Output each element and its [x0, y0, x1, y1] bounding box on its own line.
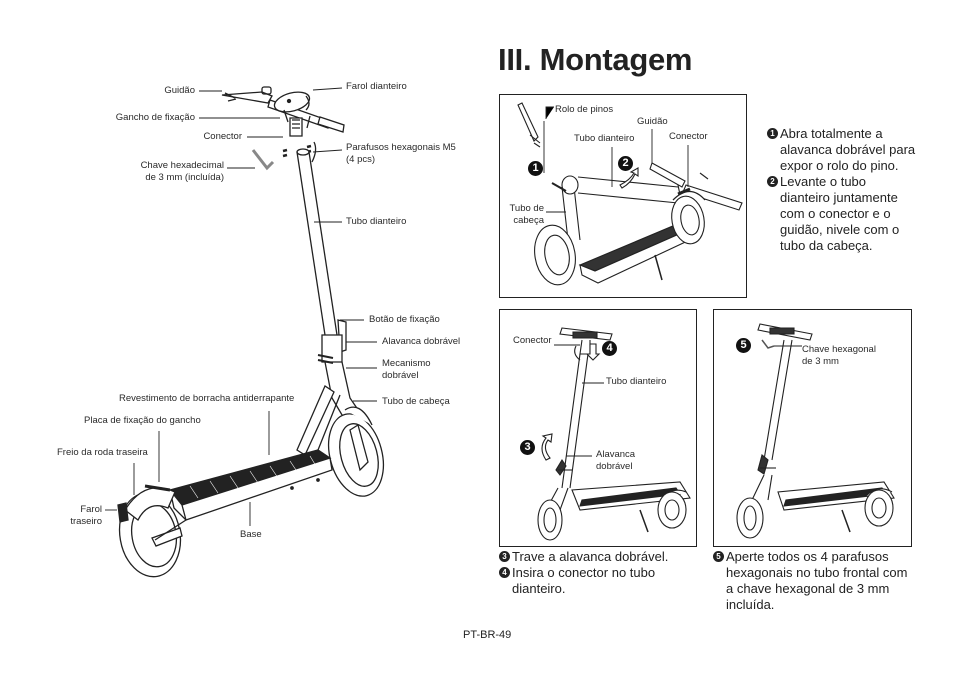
label-tubo-de-cabeca-line2: cabeça [513, 215, 544, 226]
label-parafusos-line1: Parafusos hexagonais M5 [346, 142, 456, 153]
label-parafusos-hexagonais: Parafusos hexagonais M5 (4 pcs) [346, 142, 456, 166]
instruction-step-2: 2 Levante o tubo dianteiro juntamente co… [767, 174, 937, 254]
step-2-line: Levante o tubo [780, 174, 867, 189]
step-4-line: dianteiro. [512, 581, 566, 596]
step-4-badge: 4 [602, 341, 617, 356]
step-2-badge: 2 [618, 156, 633, 171]
step-5-line: hexagonais no tubo frontal com [726, 565, 908, 580]
step-1-line: expor o rolo do pino. [780, 158, 899, 173]
label-conector: Conector [203, 131, 242, 142]
step-2-line: com o conector e o [780, 206, 891, 221]
label-mecanismo-line2: dobrável [382, 370, 419, 381]
label-tubo-de-cabeca-line1: Tubo de [509, 203, 544, 214]
label-tubo-dianteiro: Tubo dianteiro [606, 376, 667, 387]
label-tubo-dianteiro: Tubo dianteiro [346, 216, 407, 227]
step-1-number-icon: 1 [767, 128, 778, 139]
label-conector: Conector [669, 131, 708, 142]
label-gancho-de-fixacao: Gancho de fixação [115, 112, 195, 123]
label-guidao: Guidão [164, 85, 195, 96]
instructions-steps-3-4: 3 Trave a alavanca dobrável. 4 Insira o … [499, 549, 699, 597]
step-1-badge: 1 [528, 161, 543, 176]
label-revestimento-de-borracha: Revestimento de borracha antiderrapante [119, 393, 295, 404]
step-1-line: Abra totalmente a [780, 126, 883, 141]
upright-scooter-illustration [500, 310, 698, 548]
label-tubo-de-cabeca: Tubo de cabeça [382, 396, 450, 407]
label-alavanca-line2: dobrável [596, 461, 633, 472]
page-number: PT-BR-49 [463, 629, 512, 641]
folded-scooter-illustration [500, 95, 748, 299]
label-alavanca-dobravel: Alavanca dobrável [596, 449, 635, 473]
label-placa-de-fixacao: Placa de fixação do gancho [84, 415, 201, 426]
label-mecanismo-line1: Mecanismo [382, 358, 431, 369]
step-4-line: Insira o conector no tubo [512, 565, 656, 580]
label-chave-hexagonal: Chave hexagonal de 3 mm [802, 344, 876, 368]
label-chave-hexadecimal: Chave hexadecimal de 3 mm (incluída) [120, 160, 224, 184]
label-alavanca-line1: Alavanca [596, 449, 636, 460]
upright-scooter-hexkey-illustration [714, 310, 913, 548]
step-5-line: incluída. [726, 597, 775, 612]
label-mecanismo-dobravel: Mecanismo dobrável [382, 358, 431, 382]
label-conector: Conector [513, 335, 552, 346]
instructions-step-5: 5 Aperte todos os 4 parafusos hexagonais… [713, 549, 933, 613]
instruction-step-3: 3 Trave a alavanca dobrável. [499, 549, 699, 565]
label-chave-hexagonal-line1: Chave hexagonal [802, 344, 876, 355]
label-tubo-de-cabeca: Tubo de cabeça [504, 203, 544, 227]
label-chave-hexadecimal-line1: Chave hexadecimal [140, 160, 224, 171]
instruction-step-4: 4 Insira o conector no tubo dianteiro. [499, 565, 699, 597]
label-botao-de-fixacao: Botão de fixação [369, 314, 440, 325]
step-3-line: Trave a alavanca dobrável. [512, 549, 669, 564]
label-tubo-dianteiro: Tubo dianteiro [574, 133, 635, 144]
step-5-line: Aperte todos os 4 parafusos [726, 549, 889, 564]
step-2-number-icon: 2 [767, 176, 778, 187]
instructions-steps-1-2: 1 Abra totalmente a alavanca dobrável pa… [767, 126, 937, 254]
step-3-number-icon: 3 [499, 551, 510, 562]
label-farol-traseiro: Farol traseiro [60, 504, 102, 528]
step-5-line: a chave hexagonal de 3 mm [726, 581, 890, 596]
page-title: III. Montagem [498, 42, 693, 77]
label-farol-traseiro-line2: traseiro [70, 516, 102, 527]
step-5-badge: 5 [736, 338, 751, 353]
label-chave-hexagonal-line2: de 3 mm [802, 356, 839, 367]
label-chave-hexadecimal-line2: de 3 mm (incluída) [145, 172, 224, 183]
step-5-number-icon: 5 [713, 551, 724, 562]
label-guidao: Guidão [637, 116, 668, 127]
step-4-number-icon: 4 [499, 567, 510, 578]
label-rolo-de-pinos: Rolo de pinos [555, 104, 614, 115]
label-alavanca-dobravel: Alavanca dobrável [382, 336, 461, 347]
label-farol-traseiro-line1: Farol [80, 504, 102, 515]
label-farol-dianteiro: Farol dianteiro [346, 81, 407, 92]
label-freio-roda-traseira: Freio da roda traseira [57, 447, 148, 458]
instruction-step-1: 1 Abra totalmente a alavanca dobrável pa… [767, 126, 937, 174]
label-base: Base [240, 529, 262, 540]
step-box-3: Chave hexagonal de 3 mm 5 [713, 309, 912, 547]
step-3-badge: 3 [520, 440, 535, 455]
step-1-line: alavanca dobrável para [780, 142, 916, 157]
step-2-line: tubo da cabeça. [780, 238, 873, 253]
step-2-line: guidão, nivele com o [780, 222, 900, 237]
step-box-1: Rolo de pinos Guidão Tubo dianteiro Cone… [499, 94, 747, 298]
step-box-2: Conector Tubo dianteiro Alavanca dobráve… [499, 309, 697, 547]
step-2-line: dianteiro juntamente [780, 190, 898, 205]
instruction-step-5: 5 Aperte todos os 4 parafusos hexagonais… [713, 549, 933, 613]
label-parafusos-line2: (4 pcs) [346, 154, 376, 165]
